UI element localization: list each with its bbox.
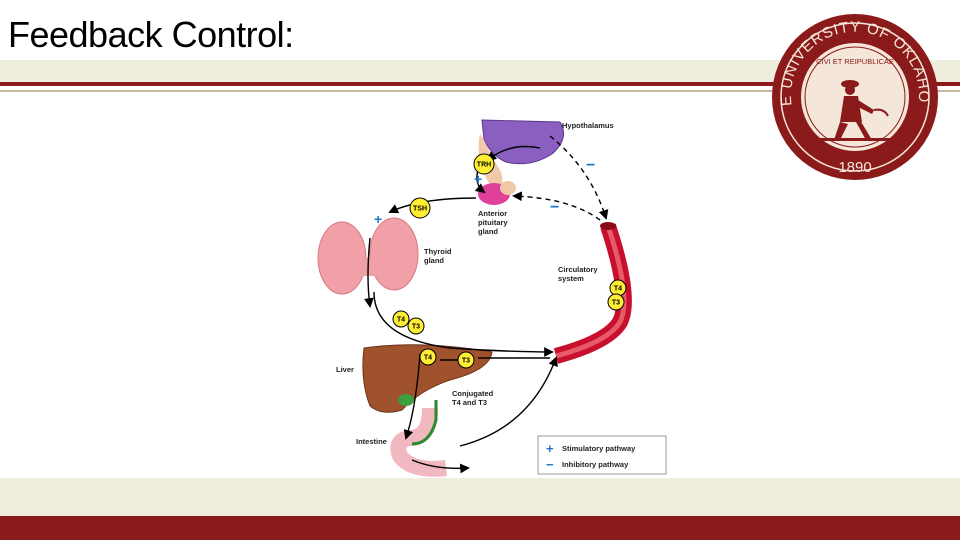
label-conjugated-1: Conjugated [452,389,494,398]
label-circulatory-2: system [558,274,584,283]
legend-plus-sign: + [546,441,554,456]
slide-title: Feedback Control: [8,14,294,56]
minus-sign-hypothalamus: − [586,157,595,174]
svg-text:TSH: TSH [413,206,427,213]
svg-text:T4: T4 [397,317,405,324]
label-thyroid-1: Thyroid [424,247,452,256]
legend-stimulatory-label: Stimulatory pathway [562,444,636,453]
seal-motto: CIVI ET REIPUBLICAE [816,57,894,66]
svg-text:T3: T3 [412,324,420,331]
svg-text:T3: T3 [612,300,620,307]
label-anterior-pituitary-3: gland [478,227,498,236]
intestine-shape [398,408,446,469]
seal-year: 1890 [838,159,871,176]
footer-band [0,478,960,516]
badge-tsh: TSH [410,198,430,218]
label-anterior-pituitary-2: pituitary [478,218,508,227]
svg-text:T4: T4 [424,355,432,362]
plus-sign-tsh: + [374,211,382,227]
svg-text:TRH: TRH [477,162,491,169]
legend-minus-sign: − [546,457,554,472]
badge-t3-circulatory: T3 [608,294,624,310]
minus-sign-pituitary: − [550,199,559,216]
thyroid-feedback-diagram: TRH TSH T4 T3 T4 T3 T4 T3 + + − − Hypoth… [270,108,680,480]
svg-text:T3: T3 [462,358,470,365]
badge-t3-thyroid: T3 [408,318,424,334]
university-seal: THE UNIVERSITY OF OKLAHOMA 1890 CIVI ET … [770,12,940,182]
label-thyroid-2: gland [424,256,444,265]
footer-rule [0,516,960,540]
label-anterior-pituitary-1: Anterior [478,209,507,218]
svg-text:T4: T4 [614,286,622,293]
label-hypothalamus: Hypothalamus [562,121,614,130]
plus-sign-trh: + [474,171,482,187]
badge-t4-liver: T4 [420,349,436,365]
badge-t4-thyroid: T4 [393,311,409,327]
hypothalamus-shape [482,120,564,164]
label-liver: Liver [336,365,354,374]
legend-inhibitory-label: Inhibitory pathway [562,460,629,469]
label-circulatory-1: Circulatory [558,265,598,274]
diagram-legend: + Stimulatory pathway − Inhibitory pathw… [538,436,666,474]
label-intestine: Intestine [356,437,387,446]
badge-t4-circulatory: T4 [610,280,626,296]
badge-t3-liver: T3 [458,352,474,368]
label-conjugated-2: T4 and T3 [452,398,487,407]
